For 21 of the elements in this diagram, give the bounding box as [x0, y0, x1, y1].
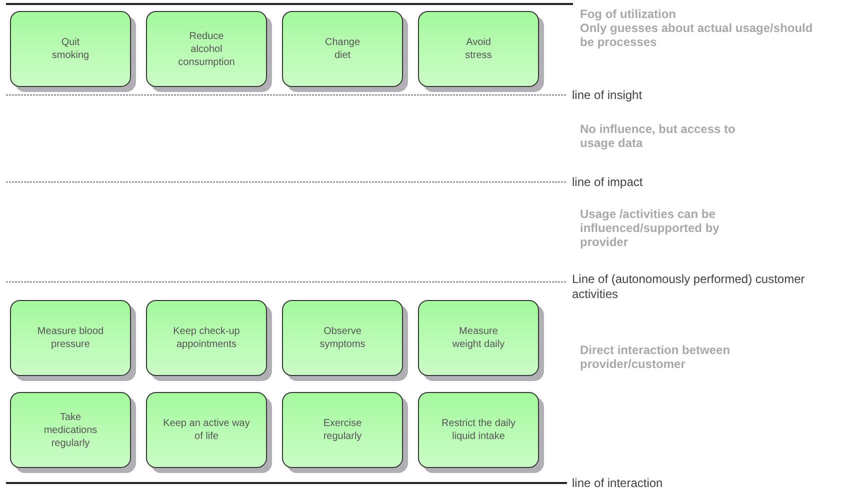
box-text: Change diet [324, 36, 362, 62]
line-label: line of impact [572, 175, 643, 190]
line-label: line of insight [572, 88, 642, 103]
box-text: Restrict the daily liquid intake [440, 417, 516, 443]
box-text: Avoid stress [464, 36, 493, 62]
box-text: Measure weight daily [451, 325, 506, 351]
box-text: Measure blood pressure [36, 325, 105, 351]
zone-note: Direct interaction between provider/customer [580, 343, 732, 371]
zone-note: Usage /activities can be influenced/supported by provider [580, 207, 720, 249]
box-text: Keep an active way of life [162, 417, 251, 443]
zone-note: Only guesses about actual usage/should be processes [580, 21, 814, 49]
line-label: line of interaction [572, 476, 663, 491]
zone-note: No influence, but access to usage data [580, 122, 736, 150]
box-text: Keep check-up appointments [172, 325, 241, 351]
box-text: Quit smoking [50, 36, 90, 62]
line-label: Line of (autonomously performed) customer activities [572, 272, 806, 302]
zone-note: Fog of utilization [580, 7, 676, 21]
box-text: Exercise regularly [322, 417, 363, 443]
box-text: Take medications regularly [42, 410, 98, 450]
box-text: Reduce alcohol consumption [177, 30, 236, 68]
box-text: Observe symptoms [318, 325, 366, 351]
